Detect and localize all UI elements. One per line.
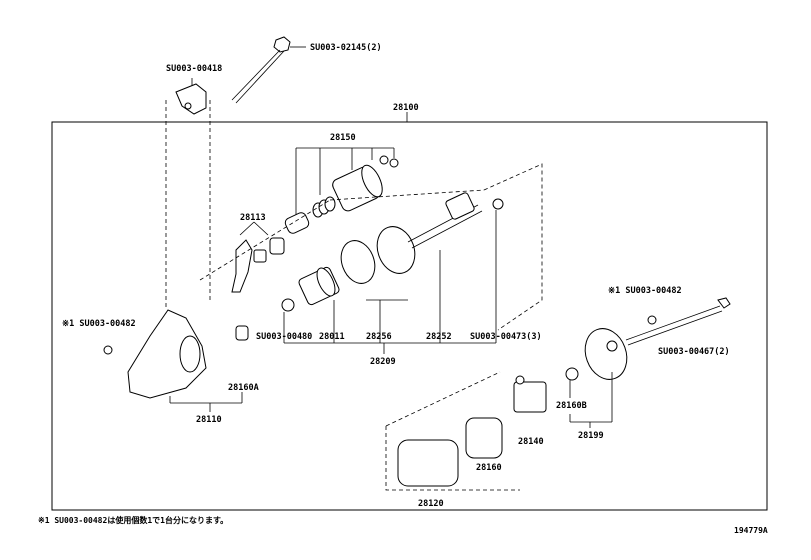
assembly-frame: [51, 121, 768, 511]
label-28140: 28140: [518, 437, 544, 447]
label-28110: 28110: [196, 415, 222, 425]
label-28011: 28011: [319, 332, 345, 342]
label-28160B: 28160B: [556, 401, 587, 411]
gear-housing-icon: [340, 226, 416, 284]
end-frame-icon: [584, 297, 731, 380]
label-ref-right: ※1 SU003-00482: [608, 286, 682, 296]
through-bolt-icon: [231, 36, 306, 104]
label-ref-left: ※1 SU003-00482: [62, 319, 136, 329]
diagram-id: 194779A: [734, 526, 768, 535]
drive-lever-icon: [231, 237, 285, 293]
brush-holder-icon: [513, 375, 547, 413]
solenoid-icon: [332, 155, 399, 212]
label-bolt-top: SU003-02145(2): [310, 43, 382, 53]
label-28252: 28252: [426, 332, 452, 342]
label-assy: 28100: [393, 103, 419, 113]
armature-icon: [465, 417, 503, 459]
clutch-icon: [281, 266, 340, 312]
label-00480: SU003-00480: [256, 332, 312, 342]
label-28160: 28160: [476, 463, 502, 473]
armature-shaft-icon: [407, 192, 504, 249]
label-bracket-top: SU003-00418: [166, 64, 222, 74]
bushing-icon: [235, 325, 249, 341]
drive-housing-icon: [103, 309, 207, 399]
label-00467: SU003-00467(2): [658, 347, 730, 357]
label-00473: SU003-00473(3): [470, 332, 542, 342]
footnote: ※1 SU003-00482は使用個数1で1台分になります。: [38, 515, 228, 525]
label-28199: 28199: [578, 431, 604, 441]
label-28209: 28209: [370, 357, 396, 367]
bracket-icon: [175, 78, 207, 115]
label-kit-28150: 28150: [330, 133, 356, 143]
yoke-icon: [397, 439, 459, 487]
spring-icon: [312, 196, 336, 218]
plunger-icon: [284, 212, 310, 234]
label-28113: 28113: [240, 213, 266, 223]
label-28160A: 28160A: [228, 383, 259, 393]
label-28256: 28256: [366, 332, 392, 342]
label-28120: 28120: [418, 499, 444, 509]
